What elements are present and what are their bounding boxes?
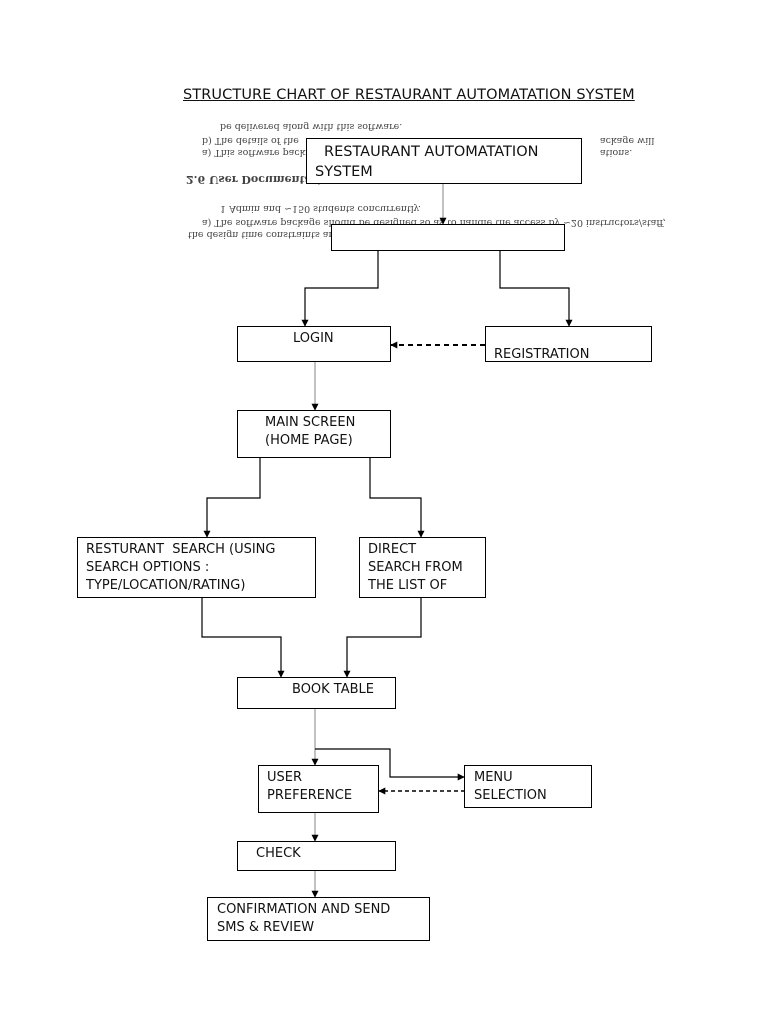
connector-main-direct	[369, 458, 425, 538]
connector-blank-login	[301, 250, 379, 327]
node-line: SEARCH OPTIONS :	[86, 560, 210, 575]
node-direct-search: DIRECT SEARCH FROM THE LIST OF	[359, 537, 486, 598]
node-line: RESTAURANT AUTOMATATION	[324, 144, 539, 160]
connector-blank-registration	[499, 250, 573, 327]
node-blank	[331, 224, 565, 251]
node-line: DIRECT	[368, 542, 417, 557]
node-line: PREFERENCE	[267, 788, 353, 803]
connector-search-book	[201, 597, 285, 678]
node-main-screen: MAIN SCREEN (HOME PAGE)	[237, 410, 391, 458]
node-user-preference: USER PREFERENCE	[258, 765, 379, 813]
node-confirmation: CONFIRMATION AND SEND SMS & REVIEW	[207, 897, 430, 941]
node-line: SELECTION	[474, 788, 547, 803]
node-line: (HOME PAGE)	[265, 433, 353, 448]
diagram-title: STRUCTURE CHART OF RESTAURANT AUTOMATATI…	[183, 87, 635, 103]
node-line: SMS & REVIEW	[217, 920, 315, 935]
node-registration: REGISTRATION	[485, 326, 652, 362]
node-line: RESTURANT SEARCH (USING	[86, 542, 276, 557]
node-line: SYSTEM	[315, 164, 373, 180]
node-line: REGISTRATION	[494, 347, 590, 362]
node-line: BOOK TABLE	[292, 682, 375, 697]
node-line: CHECK	[256, 846, 301, 861]
node-book-table: BOOK TABLE	[237, 677, 396, 709]
connector-direct-book	[343, 597, 422, 678]
node-line: SEARCH FROM	[368, 560, 463, 575]
node-line: MAIN SCREEN	[265, 415, 356, 430]
connector-book-menu	[315, 748, 465, 781]
node-line: MENU	[474, 770, 513, 785]
node-menu-selection: MENU SELECTION	[464, 765, 592, 808]
connector-main-search	[203, 458, 261, 538]
node-line: USER	[267, 770, 303, 785]
node-line: LOGIN	[293, 331, 334, 346]
node-restaurant-search: RESTURANT SEARCH (USING SEARCH OPTIONS :…	[77, 537, 316, 598]
node-check: CHECK	[237, 841, 396, 871]
node-login: LOGIN	[237, 326, 391, 362]
node-line: CONFIRMATION AND SEND	[217, 902, 391, 917]
node-line: THE LIST OF	[368, 578, 448, 593]
node-restaurant-automation-system: RESTAURANT AUTOMATATION SYSTEM	[306, 138, 582, 184]
node-line: TYPE/LOCATION/RATING)	[86, 578, 246, 593]
